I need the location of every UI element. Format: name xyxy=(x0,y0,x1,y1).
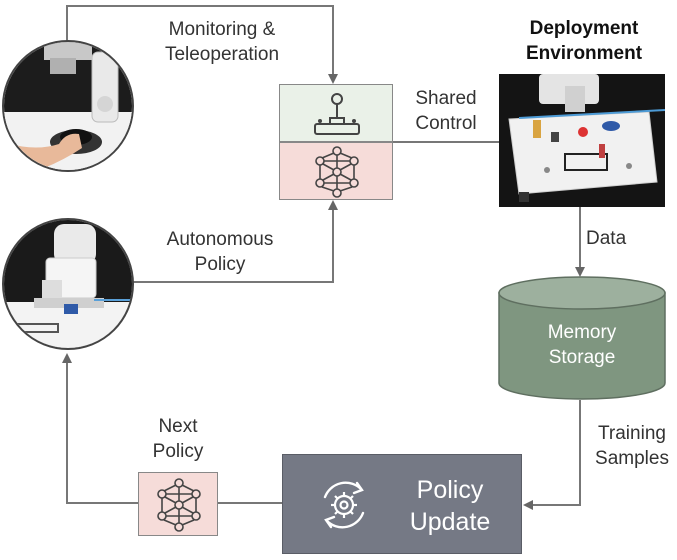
policy-update-line2: Update xyxy=(409,508,491,536)
autonomous-policy-label: Autonomous Policy xyxy=(150,227,290,277)
next-policy-label: Next Policy xyxy=(138,414,218,464)
autonomous-illustration xyxy=(4,220,132,348)
data-label: Data xyxy=(586,226,646,251)
autonomous-label-line2: Policy xyxy=(194,254,246,275)
training-samples-arrow xyxy=(523,400,581,510)
policy-input-box xyxy=(279,142,393,200)
data-label-text: Data xyxy=(586,228,627,249)
next-policy-line1: Next xyxy=(158,416,198,437)
teleoperation-illustration xyxy=(4,42,132,170)
policy-update-line1: Policy xyxy=(416,476,484,504)
memory-storage-label: Memory Storage xyxy=(499,320,665,370)
deployment-illustration xyxy=(499,74,665,207)
deployment-label-line2: Environment xyxy=(525,43,643,64)
shared-control-label: Shared Control xyxy=(404,86,488,136)
joystick-icon xyxy=(314,93,360,135)
training-samples-label: Training Samples xyxy=(588,421,676,471)
teleop-arrow xyxy=(66,5,338,84)
deployment-environment-photo xyxy=(499,74,665,207)
monitoring-label: Monitoring & Teleoperation xyxy=(140,17,304,67)
shared-control-line1: Shared xyxy=(415,88,477,109)
deployment-label-line1: Deployment xyxy=(529,18,639,39)
next-policy-line2: Policy xyxy=(152,441,204,462)
training-label-line2: Samples xyxy=(595,448,669,469)
teleoperation-photo xyxy=(2,40,134,172)
next-policy-arrow xyxy=(62,353,138,504)
neural-network-icon xyxy=(157,478,201,532)
next-policy-box xyxy=(138,472,218,536)
monitoring-label-line2: Teleoperation xyxy=(164,44,280,65)
monitoring-label-line1: Monitoring & xyxy=(168,19,276,40)
shared-control-line2: Control xyxy=(415,113,477,134)
memory-label-line1: Memory xyxy=(547,322,617,343)
memory-label-line2: Storage xyxy=(548,347,616,368)
autonomous-label-line1: Autonomous xyxy=(166,229,274,250)
neural-network-icon xyxy=(315,146,359,198)
training-label-line1: Training xyxy=(598,423,666,444)
policy-update-label: Policy Update xyxy=(380,474,520,538)
teleoperation-input-box xyxy=(279,84,393,142)
refresh-gear-icon xyxy=(323,481,365,529)
deployment-environment-label: Deployment Environment xyxy=(500,16,668,66)
autonomous-photo xyxy=(2,218,134,350)
policy-update-box xyxy=(282,454,522,554)
autonomous-arrow xyxy=(130,200,338,283)
